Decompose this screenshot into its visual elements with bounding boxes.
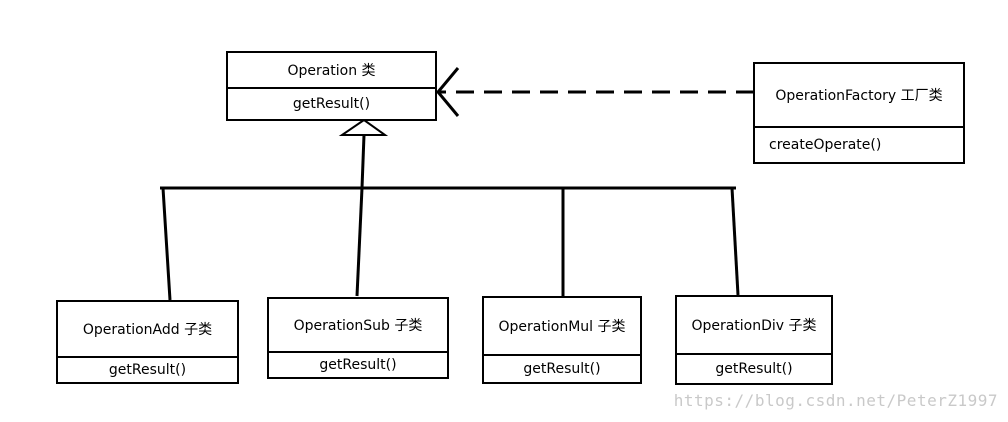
branch-div xyxy=(730,187,740,296)
inheritance-trunk xyxy=(360,134,366,189)
class-divider xyxy=(269,351,447,353)
class-name: OperationMul 子类 xyxy=(498,319,626,335)
class-operation-sub: OperationSub 子类 getResult() xyxy=(267,297,449,379)
dependency-arrowhead xyxy=(436,67,460,117)
class-operation-div: OperationDiv 子类 getResult() xyxy=(675,295,833,385)
class-method: getResult() xyxy=(319,357,397,373)
inheritance-triangle xyxy=(338,118,389,136)
class-divider xyxy=(677,353,831,355)
class-divider xyxy=(755,126,963,128)
class-name: Operation 类 xyxy=(287,63,376,79)
watermark: https://blog.csdn.net/PeterZ1997 xyxy=(673,391,998,410)
class-method: getResult() xyxy=(108,362,187,378)
class-divider xyxy=(484,354,640,356)
class-divider xyxy=(228,87,435,89)
class-operation: Operation 类 getResult() xyxy=(226,51,437,121)
class-name: OperationSub 子类 xyxy=(293,318,423,334)
branch-add xyxy=(161,187,172,301)
class-name: OperationAdd 子类 xyxy=(82,322,213,338)
class-method: createOperate() xyxy=(769,137,882,153)
branch-sub xyxy=(355,187,364,297)
class-method: getResult() xyxy=(715,361,793,377)
class-method: getResult() xyxy=(292,96,371,112)
class-name: OperationDiv 子类 xyxy=(691,318,817,334)
class-name: OperationFactory 工厂类 xyxy=(775,88,943,104)
class-operation-add: OperationAdd 子类 getResult() xyxy=(56,300,239,384)
class-method: getResult() xyxy=(523,361,601,377)
class-operation-mul: OperationMul 子类 getResult() xyxy=(482,296,642,384)
class-operation-factory: OperationFactory 工厂类 createOperate() xyxy=(753,62,965,164)
class-divider xyxy=(58,356,237,358)
